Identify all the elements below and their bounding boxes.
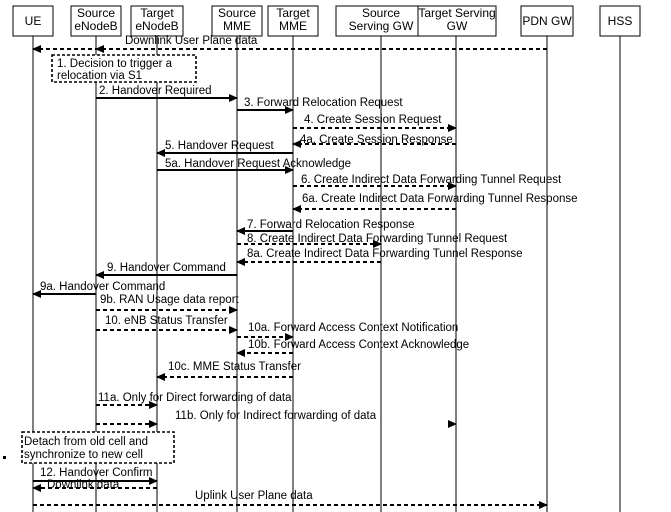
message-label: Downlink User Plane data [125,35,258,47]
participant-box-target-enodeb [130,5,184,37]
message-step-10a: 10a. Forward Access Context Notification [237,322,458,341]
participant-box-source-serving-gw [335,5,427,37]
participant-label-hss: HSS [608,14,633,28]
message-label: 6a. Create Indirect Data Forwarding Tunn… [302,193,578,205]
note-detach-text: synchronize to new cell [24,449,143,461]
participant-box-source-mme [211,5,263,37]
participant-pdn-gw: PDN GW [520,5,574,37]
message-step-8a: 8a. Create Indirect Data Forwarding Tunn… [236,248,523,266]
participant-label-source-enodeb: eNodeB [74,19,117,33]
message-label: 5a. Handover Request Acknowledge [165,158,351,170]
participant-ue: UE [12,5,54,37]
message-label: Uplink User Plane data [195,490,313,502]
message-step-4a: 4a. Create Session Response [292,134,456,148]
note-step-1-text: 1. Decision to trigger a [57,58,173,70]
message-step-10b: 10b. Forward Access Context Acknowledge [236,339,469,357]
participant-label-target-mme: MME [279,19,307,33]
message-label: 9b. RAN Usage data report [100,294,240,306]
message-step-3: 3. Forward Relocation Request [237,97,403,114]
message-step-7: 7. Forward Relocation Response [236,219,414,235]
message-step-4: 4. Create Session Request [293,114,457,132]
message-label: 9. Handover Command [107,262,226,274]
message-label: 8. Create Indirect Data Forwarding Tunne… [247,233,508,245]
bullet-mark [3,456,6,459]
note-detach-box [21,431,175,464]
participant-hss: HSS [599,5,641,37]
message-step-9b: 9b. RAN Usage data report [96,294,240,314]
message-label: Downlink data [47,479,120,491]
note-step-1-text: relocation via S1 [57,70,142,82]
message-label: 8a. Create Indirect Data Forwarding Tunn… [247,248,523,260]
participant-label-target-serving-gw: GW [447,19,468,33]
message-arrow-via [95,45,104,53]
participant-label-source-mme: Source [218,6,256,20]
participant-label-target-enodeb: Target [140,6,174,20]
message-step-6a: 6a. Create Indirect Data Forwarding Tunn… [292,193,578,213]
message-downlink-data: Downlink data [32,479,157,492]
participant-label-source-serving-gw: Serving GW [349,19,414,33]
message-step-10c: 10c. MME Status Transfer [156,361,301,381]
message-label: 4. Create Session Request [304,114,442,126]
participant-box-target-serving-gw [417,5,497,37]
participant-box-pdn-gw [520,5,574,37]
message-label: 12. Handover Confirm [40,467,153,479]
message-uplink-user-plane-data: Uplink User Plane data [33,490,548,509]
message-label: 11b. Only for Indirect forwarding of dat… [175,410,377,422]
message-label: 2. Handover Required [99,85,212,97]
message-step-2: 2. Handover Required [96,85,238,102]
message-label: 9a. Handover Command [40,281,165,293]
participant-label-ue: UE [25,14,42,28]
message-label: 5. Handover Request [165,140,274,152]
participant-box-hss [599,5,641,37]
message-step-5a: 5a. Handover Request Acknowledge [157,158,351,174]
message-label: 3. Forward Relocation Request [244,97,403,109]
participant-label-source-mme: MME [223,19,251,33]
message-step-10: 10. eNB Status Transfer [96,315,238,334]
message-label: 11a. Only for Direct forwarding of data [98,392,292,404]
note-step-1-box [51,54,197,83]
participant-label-source-enodeb: Source [77,6,115,20]
message-step-11a: 11a. Only for Direct forwarding of data [96,392,292,409]
message-label: 10b. Forward Access Context Acknowledge [248,339,469,351]
message-step-11b: 11b. Only for Indirect forwarding of dat… [96,410,457,428]
participant-label-target-serving-gw: Target Serving [418,6,495,20]
message-label: 10c. MME Status Transfer [168,361,301,373]
message-label: 6. Create Indirect Data Forwarding Tunne… [301,174,562,186]
message-downlink-user-plane-data: Downlink User Plane data [32,35,547,53]
message-step-9a: 9a. Handover Command [32,281,165,298]
message-label: 10a. Forward Access Context Notification [248,322,458,334]
participant-label-source-serving-gw: Source [362,6,400,20]
message-step-9: 9. Handover Command [95,262,237,279]
participant-box-source-enodeb [70,5,122,37]
participant-label-target-mme: Target [276,6,310,20]
message-step-8: 8. Create Indirect Data Forwarding Tunne… [237,233,508,248]
message-label: 4a. Create Session Response [300,134,453,146]
message-step-5: 5. Handover Request [156,140,293,157]
message-step-6: 6. Create Indirect Data Forwarding Tunne… [293,174,562,190]
message-label: 10. eNB Status Transfer [105,315,228,327]
participant-label-pdn-gw: PDN GW [522,14,572,28]
participant-label-target-enodeb: eNodeB [135,19,178,33]
note-detach-text: Detach from old cell and [24,436,148,448]
message-label: 7. Forward Relocation Response [247,219,414,231]
participant-box-target-mme [267,5,319,37]
participant-box-ue [12,5,54,37]
message-arrow-via [448,420,457,428]
message-step-12: 12. Handover Confirm [33,467,158,485]
